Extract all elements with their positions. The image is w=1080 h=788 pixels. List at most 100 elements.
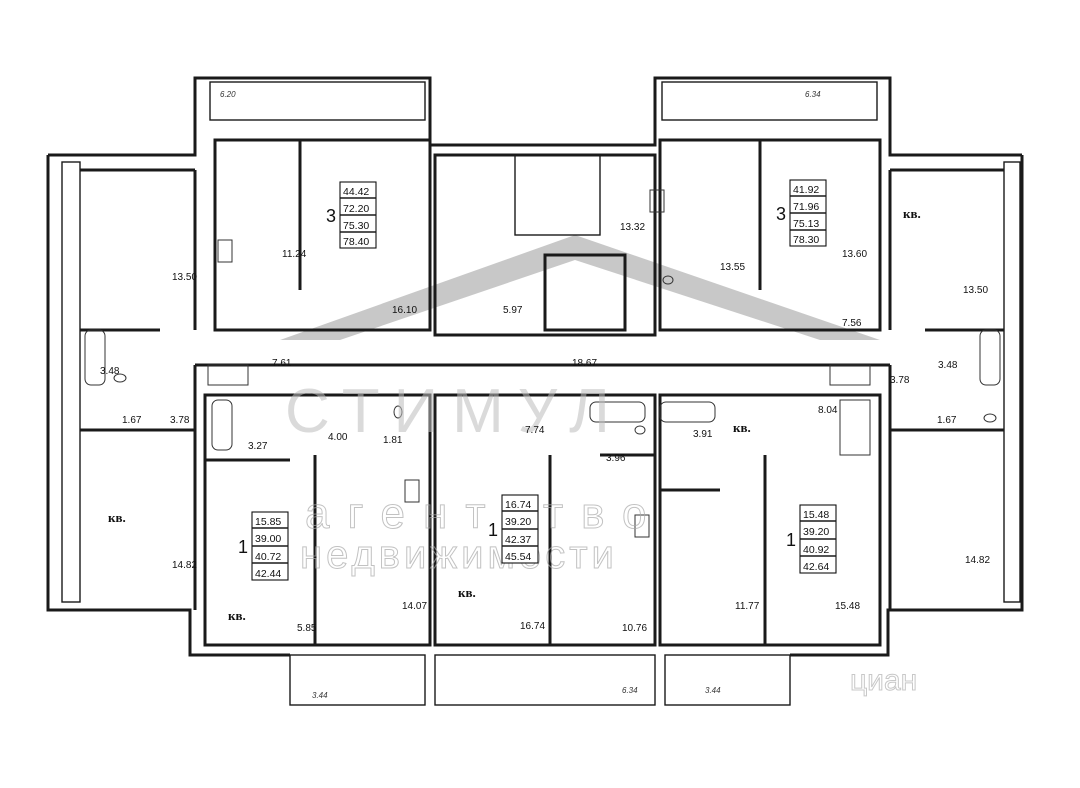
room-area: 4.00 [328, 432, 348, 443]
room-areas: 13.50 11.24 16.10 13.32 13.55 13.60 13.5… [100, 222, 990, 634]
room-area: 5.85 [297, 623, 317, 634]
room-area: 3.27 [248, 441, 268, 452]
room-area: 14.82 [965, 555, 990, 566]
watermark-roof-shape [280, 235, 880, 340]
toilet-1a [393, 405, 403, 419]
room-area: 13.50 [172, 272, 197, 283]
room-area: 3.78 [170, 415, 190, 426]
balcony-dimension: 6.34 [622, 686, 638, 695]
area-value: 15.85 [255, 516, 281, 528]
room-area: 7.56 [842, 318, 862, 329]
watermark-subtitle-1: агентство [305, 489, 664, 538]
apartment-label: кв. [458, 585, 476, 600]
room-area: 3.48 [938, 360, 958, 371]
bathtub-1b [589, 401, 646, 423]
vent-shaft-right [839, 399, 871, 456]
bathtub-right [979, 329, 1001, 386]
area-value: 15.48 [803, 509, 829, 521]
stove-3l [217, 239, 233, 263]
area-value: 78.40 [343, 236, 369, 248]
toilet-3r [662, 275, 674, 285]
vent-top-right [829, 364, 871, 386]
vent-top-left [207, 364, 249, 386]
room-area: 13.32 [620, 222, 645, 233]
room-area: 1.67 [937, 415, 957, 426]
stove-1a [404, 479, 420, 503]
area-value: 39.20 [505, 516, 531, 528]
area-value: 78.30 [793, 234, 819, 246]
staircase [514, 154, 601, 236]
room-area: 15.48 [835, 601, 860, 612]
room-area: 10.76 [622, 623, 647, 634]
interior-walls [80, 138, 1004, 647]
area-value: 42.64 [803, 561, 829, 573]
room-area: 1.81 [383, 435, 403, 446]
toilet-1b [634, 425, 646, 435]
building-outline [46, 76, 1024, 706]
area-value: 72.20 [343, 203, 369, 215]
room-area: 11.24 [282, 249, 307, 260]
room-area: 7.61 [272, 358, 292, 369]
apartment-label: кв. [228, 608, 246, 623]
area-value: 41.92 [793, 184, 819, 196]
area-value: 42.37 [505, 534, 531, 546]
area-value: 44.42 [343, 186, 369, 198]
area-value: 39.20 [803, 526, 829, 538]
apartment-box-1c: 1 15.48 39.20 40.92 42.64 [786, 504, 837, 574]
rooms-count: 1 [786, 530, 796, 550]
room-area: 14.82 [172, 560, 197, 571]
toilet-left [113, 373, 127, 383]
room-area: 3.91 [693, 429, 713, 440]
room-area: 14.07 [402, 601, 427, 612]
area-value: 45.54 [505, 551, 531, 563]
apartment-label: кв. [903, 206, 921, 221]
room-area: 8.04 [818, 405, 838, 416]
area-value: 40.92 [803, 544, 829, 556]
watermark-logo [280, 235, 880, 340]
room-area: 3.78 [890, 375, 910, 386]
room-area: 13.55 [720, 262, 745, 273]
area-value: 39.00 [255, 533, 281, 545]
room-area: 1.67 [122, 415, 142, 426]
balcony-bottom-left [289, 654, 426, 706]
room-area: 5.97 [503, 305, 523, 316]
area-value: 71.96 [793, 201, 819, 213]
watermark-title: СТИМУЛ [285, 377, 624, 446]
apartment-label: кв. [733, 420, 751, 435]
watermark-corner: циан [850, 664, 917, 697]
elevator-shaft [543, 253, 627, 332]
room-area: 18.67 [572, 358, 597, 369]
balcony-dimension: 3.44 [312, 691, 328, 700]
apartment-box-1a: 1 15.85 39.00 40.72 42.44 [238, 511, 289, 581]
area-value: 75.13 [793, 218, 819, 230]
fixtures [84, 189, 1001, 538]
rooms-count: 1 [238, 537, 248, 557]
balcony-bottom-right [664, 654, 791, 706]
rooms-count: 3 [326, 206, 336, 226]
balcony-dimension: 6.20 [220, 90, 236, 99]
rooms-count: 1 [488, 520, 498, 540]
watermark-subtitle-2: недвижимости [300, 533, 618, 577]
bathtub-1a [211, 399, 233, 451]
toilet-right [983, 413, 997, 423]
area-value: 16.74 [505, 499, 531, 511]
apartment-box-3-left: 3 44.42 72.20 75.30 78.40 [326, 181, 377, 249]
room-area: 11.77 [735, 601, 760, 612]
room-area: 13.60 [842, 249, 867, 260]
stove-1b [634, 514, 650, 538]
stove-3r [649, 189, 665, 213]
room-area: 16.74 [520, 621, 545, 632]
balcony-dimension: 6.34 [805, 90, 821, 99]
apartment-label: кв. [108, 510, 126, 525]
left-loggia [61, 161, 81, 603]
area-value: 75.30 [343, 220, 369, 232]
balcony-top-left [209, 81, 426, 121]
balcony-top-right [661, 81, 878, 121]
room-area: 3.96 [606, 453, 626, 464]
room-area: 7.74 [525, 425, 545, 436]
right-loggia [1003, 161, 1021, 603]
room-area: 16.10 [392, 305, 417, 316]
bathtub-1c [659, 401, 716, 423]
balcony-dimension: 3.44 [705, 686, 721, 695]
